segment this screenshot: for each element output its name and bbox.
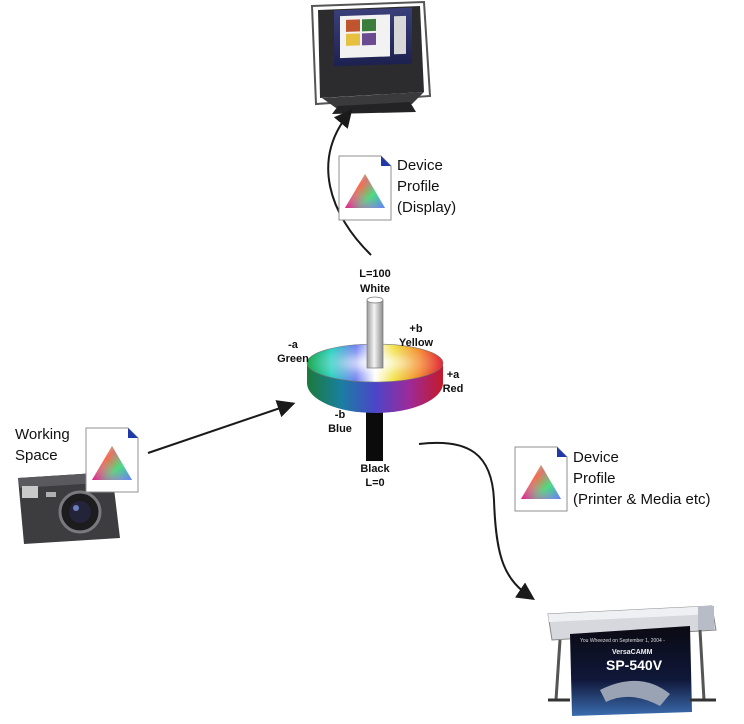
black-label: Black [360,463,390,475]
pos-a-label: +a [447,369,460,381]
lab-color-space-graphic [306,296,444,461]
printer-profile-icon [514,446,568,512]
green-label: Green [277,353,309,365]
l-bottom-label: L=0 [365,477,384,489]
banner-line-1: You Wheezed on September 1, 2004 - [580,638,665,644]
wide-format-printer-icon: You Wheezed on September 1, 2004 - Versa… [547,605,717,716]
arrow-from-working-space [147,400,296,454]
working-space-label: Working Space [15,424,70,466]
working-space-line-1: Working [15,426,70,443]
pos-b-label: +b [409,323,422,335]
printer-profile-line-1: Device [573,449,619,466]
working-space-line-2: Space [15,447,58,464]
printer-profile-label: Device Profile (Printer & Media etc) [573,447,711,510]
red-label: Red [443,383,464,395]
crt-monitor-icon [310,0,432,114]
display-profile-icon [338,155,392,221]
banner-line-3: SP-540V [606,657,663,673]
yellow-label: Yellow [399,337,434,349]
l-top-label: L=100 [359,268,391,280]
banner-line-2: VersaCAMM [612,649,653,656]
arrow-to-printer [418,441,535,600]
display-profile-line-3: (Display) [397,199,457,216]
white-label: White [360,283,390,295]
display-profile-line-2: Profile [397,178,440,195]
lab-axis-labels: L=100 White -a Green +b Yellow +a Red -b… [277,268,463,489]
neg-a-label: -a [288,339,299,351]
display-profile-label: Device Profile (Display) [397,155,456,218]
working-space-profile-icon [85,427,139,493]
printer-profile-line-2: Profile [573,470,616,487]
arrow-to-display [327,109,372,256]
printer-profile-line-3: (Printer & Media etc) [573,491,711,508]
neg-b-label: -b [335,409,346,421]
blue-label: Blue [328,423,352,435]
display-profile-line-1: Device [397,157,443,174]
